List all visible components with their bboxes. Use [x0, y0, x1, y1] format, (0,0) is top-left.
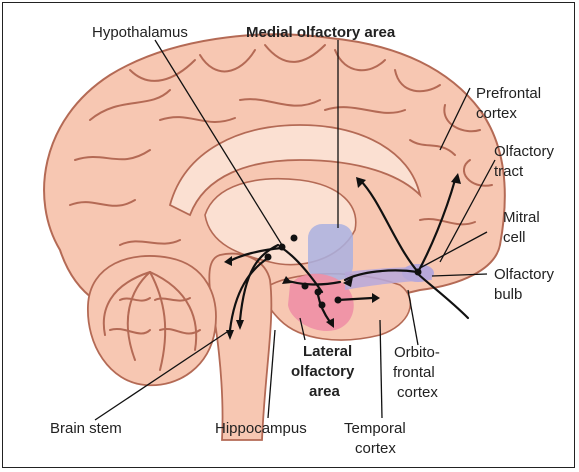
label-prefrontal-line1: Prefrontal	[476, 85, 541, 102]
label-lateral-olfactory-line2: olfactory	[291, 363, 355, 380]
label-lateral-olfactory-line1: Lateral	[303, 343, 352, 360]
medial-olfactory-area	[308, 224, 353, 280]
label-mitral-cell-line2: cell	[503, 229, 526, 246]
label-temporal-cortex-line2: cortex	[355, 440, 396, 457]
label-orbitofrontal-line2: frontal	[393, 364, 435, 381]
label-olfactory-tract-line1: Olfactory	[494, 143, 555, 160]
label-brain-stem: Brain stem	[50, 420, 122, 437]
label-prefrontal-line2: cortex	[476, 105, 517, 122]
label-medial-olfactory-area: Medial olfactory area	[246, 24, 396, 41]
label-hypothalamus: Hypothalamus	[92, 24, 188, 41]
brain-stem	[209, 254, 271, 440]
label-mitral-cell-line1: Mitral	[503, 209, 540, 226]
label-lateral-olfactory-line3: area	[309, 383, 341, 400]
label-olfactory-bulb-line2: bulb	[494, 286, 522, 303]
label-orbitofrontal-line3: cortex	[397, 384, 438, 401]
label-olfactory-bulb-line1: Olfactory	[494, 266, 555, 283]
label-temporal-cortex-line1: Temporal	[344, 420, 406, 437]
label-hippocampus: Hippocampus	[215, 420, 307, 437]
label-olfactory-tract-line2: tract	[494, 163, 524, 180]
label-orbitofrontal-line1: Orbito-	[394, 344, 440, 361]
